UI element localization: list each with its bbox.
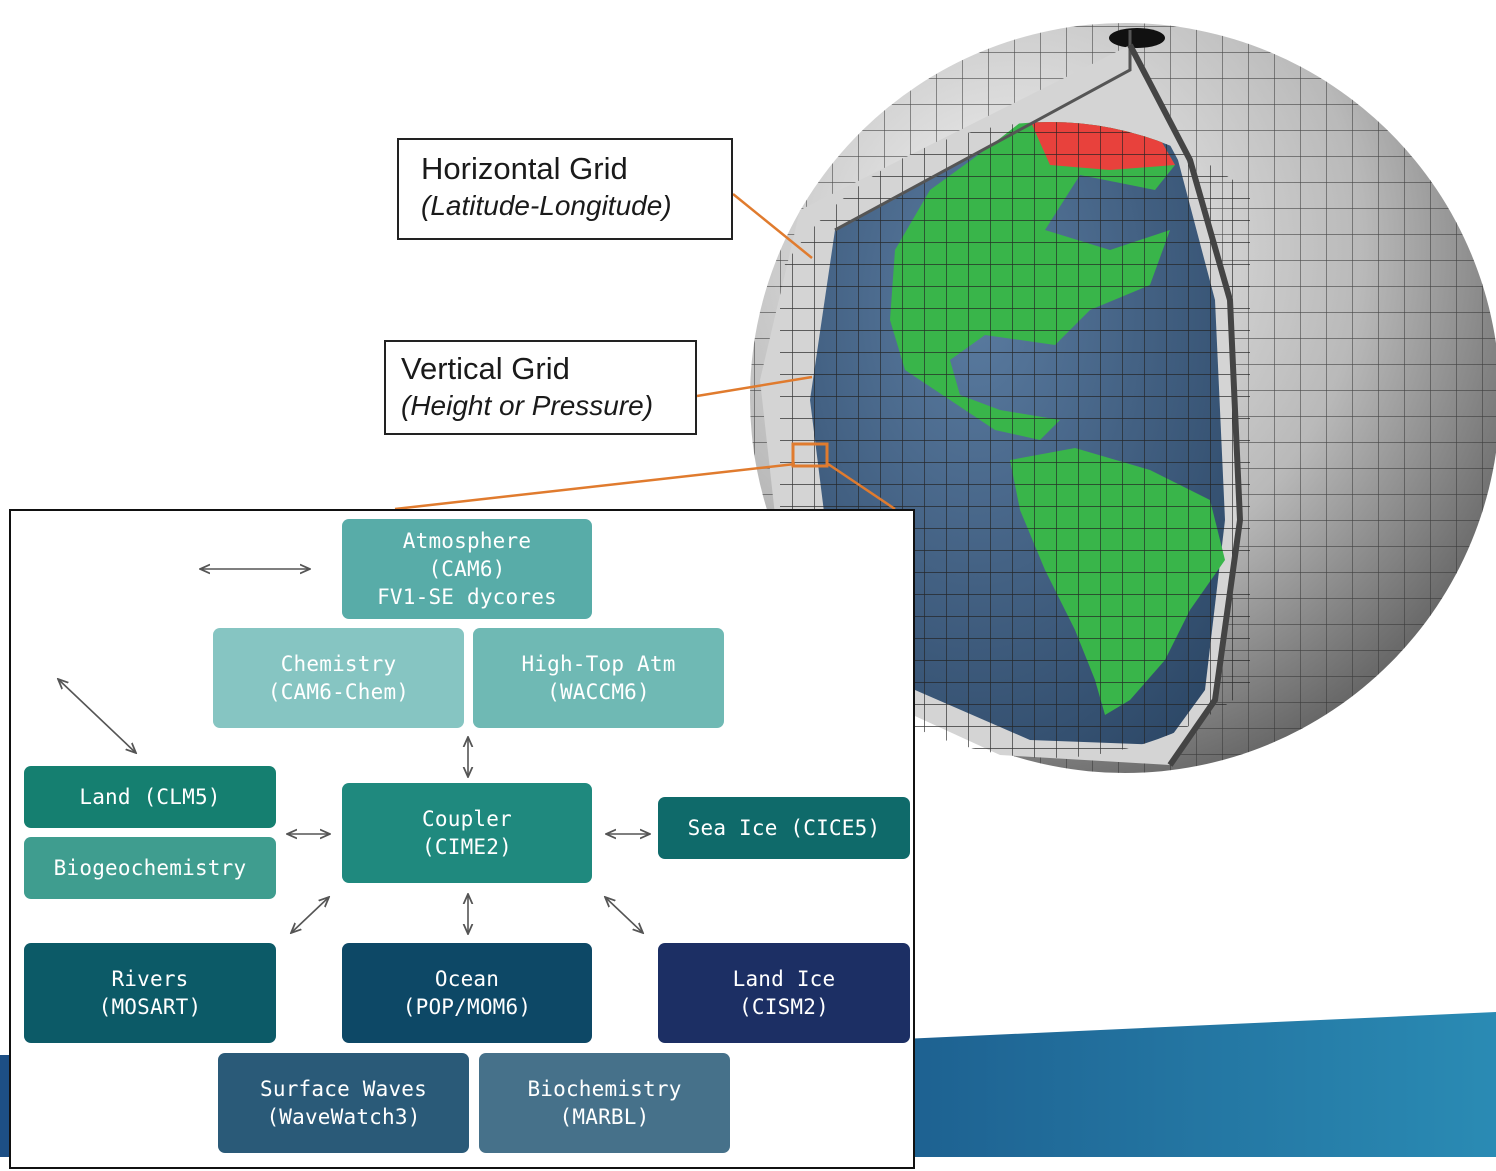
coupler-label: Coupler (422, 807, 512, 831)
biogeochemistry-box: Biogeochemistry (24, 837, 276, 899)
arrow-coupler-landice (605, 897, 643, 933)
arrow-coupler-rivers (291, 897, 329, 933)
surface-waves-model: (WaveWatch3) (266, 1105, 421, 1129)
ocean-label: Ocean (434, 967, 500, 991)
atmosphere-dycores: FV1-SE dycores (377, 585, 557, 609)
chemistry-box: Chemistry (CAM6-Chem) (213, 628, 464, 728)
arrow-top-diagonal (58, 679, 136, 753)
high-top-label: High-Top Atm (521, 652, 676, 676)
coupler-box: Coupler (CIME2) (342, 783, 592, 883)
chemistry-label: Chemistry (280, 652, 397, 676)
atmosphere-model: (CAM6) (428, 557, 506, 581)
atmosphere-box: Atmosphere (CAM6) FV1-SE dycores (342, 519, 592, 619)
horizontal-grid-callout: Horizontal Grid (Latitude-Longitude) (397, 138, 733, 240)
background-banner (880, 1012, 1496, 1157)
leader-line-panel-left (394, 462, 796, 511)
horizontal-grid-title: Horizontal Grid (421, 151, 628, 186)
vertical-grid-title: Vertical Grid (401, 351, 570, 386)
leader-line-panel-right (827, 462, 896, 511)
rivers-box: Rivers (MOSART) (24, 943, 276, 1043)
high-top-atm-box: High-Top Atm (WACCM6) (473, 628, 724, 728)
vertical-grid-callout: Vertical Grid (Height or Pressure) (384, 340, 697, 435)
model-components-panel: Atmosphere (CAM6) FV1-SE dycores Chemist… (9, 509, 915, 1169)
surface-waves-label: Surface Waves (260, 1077, 427, 1101)
biogeochemistry-label: Biogeochemistry (53, 856, 247, 880)
atmosphere-label: Atmosphere (402, 529, 532, 553)
leader-line-horizontal (732, 193, 813, 259)
ocean-model: (POP/MOM6) (402, 995, 532, 1019)
biochemistry-box: Biochemistry (MARBL) (479, 1053, 730, 1153)
horizontal-grid-subtitle: (Latitude-Longitude) (421, 190, 672, 221)
biochemistry-label: Biochemistry (527, 1077, 682, 1101)
sea-ice-label: Sea Ice (CICE5) (687, 816, 881, 840)
land-box: Land (CLM5) (24, 766, 276, 828)
land-ice-model: (CISM2) (739, 995, 829, 1019)
coupler-model: (CIME2) (422, 835, 512, 859)
vertical-grid-subtitle: (Height or Pressure) (401, 390, 654, 421)
land-ice-label: Land Ice (732, 967, 836, 991)
chemistry-model: (CAM6-Chem) (267, 680, 410, 704)
ocean-box: Ocean (POP/MOM6) (342, 943, 592, 1043)
component-arrows (11, 511, 917, 1171)
land-label: Land (CLM5) (79, 785, 221, 809)
rivers-model: (MOSART) (98, 995, 202, 1019)
sea-ice-box: Sea Ice (CICE5) (658, 797, 910, 859)
high-top-model: (WACCM6) (547, 680, 650, 704)
highlighted-grid-cell (791, 442, 829, 468)
biochemistry-model: (MARBL) (559, 1105, 650, 1129)
rivers-label: Rivers (111, 967, 189, 991)
land-ice-box: Land Ice (CISM2) (658, 943, 910, 1043)
leader-line-vertical (696, 375, 813, 398)
surface-waves-box: Surface Waves (WaveWatch3) (218, 1053, 469, 1153)
